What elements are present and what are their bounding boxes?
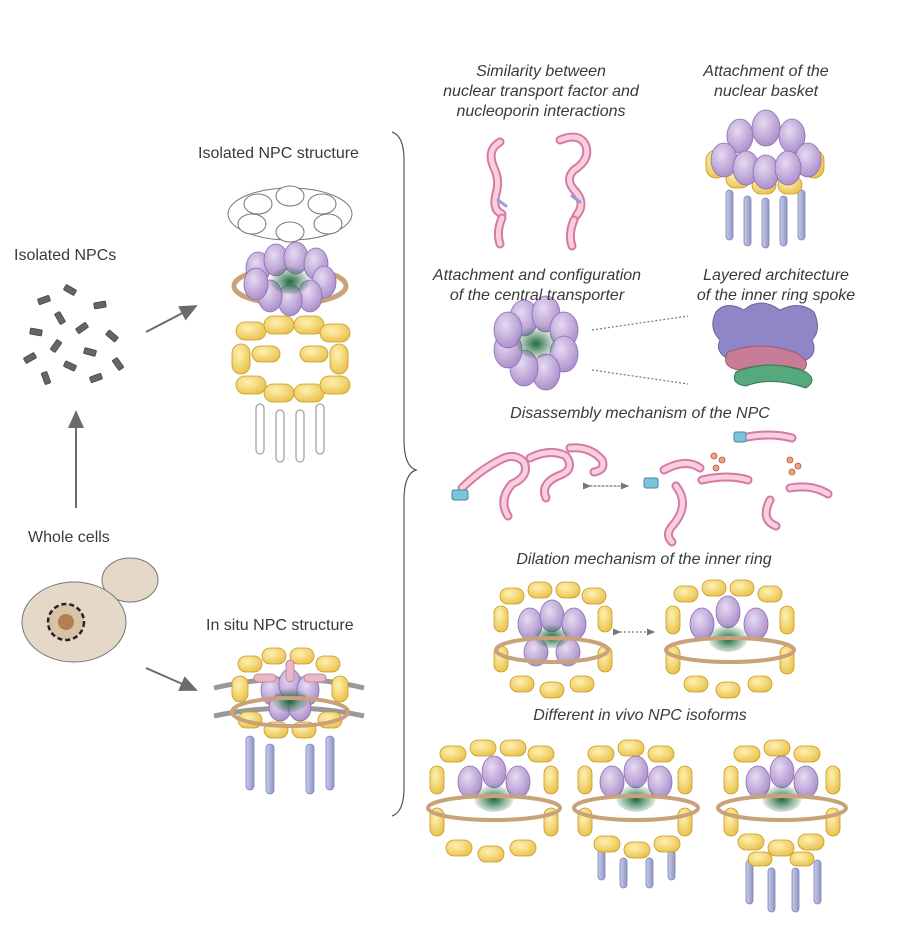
isoform-model-2 [572, 739, 700, 889]
isolated-npcs-label: Isolated NPCs [14, 247, 117, 264]
dilation-title: Dilation mechanism of the inner ring [516, 551, 772, 568]
dilation-model-dilated [664, 579, 796, 699]
inner-ring-spoke-model [712, 302, 818, 389]
arrow-right-icon [145, 305, 198, 333]
nuclear-basket-model [705, 109, 825, 249]
central-transporter-title: Attachment and configuration of the cent… [432, 267, 642, 304]
basket-title: Attachment of the nuclear basket [703, 63, 829, 100]
similarity-title: Similarity between nuclear transport fac… [443, 63, 639, 120]
disassembly-model [451, 430, 833, 547]
dilation-model-constricted [493, 581, 613, 699]
arrow-right-icon [145, 667, 198, 691]
isoforms-title: Different in vivo NPC isoforms [533, 707, 747, 724]
in-situ-npc-structure [213, 647, 365, 795]
brace-icon [391, 131, 418, 817]
isolated-structure-label: Isolated NPC structure [198, 145, 359, 162]
central-transporter-model [493, 295, 689, 391]
isolated-npc-structure [227, 185, 353, 463]
layered-spoke-title: Layered architecture of the inner ring s… [696, 267, 856, 304]
whole-cells-label: Whole cells [28, 529, 110, 546]
disassembly-title: Disassembly mechanism of the NPC [510, 405, 770, 422]
in-situ-structure-label: In situ NPC structure [206, 617, 354, 634]
transport-factor-interactions [486, 132, 592, 251]
isoform-model-3 [716, 739, 848, 913]
isoform-model-1 [426, 739, 562, 863]
isolated-npcs-scatter [23, 284, 124, 385]
whole-cells-illustration [21, 557, 159, 663]
